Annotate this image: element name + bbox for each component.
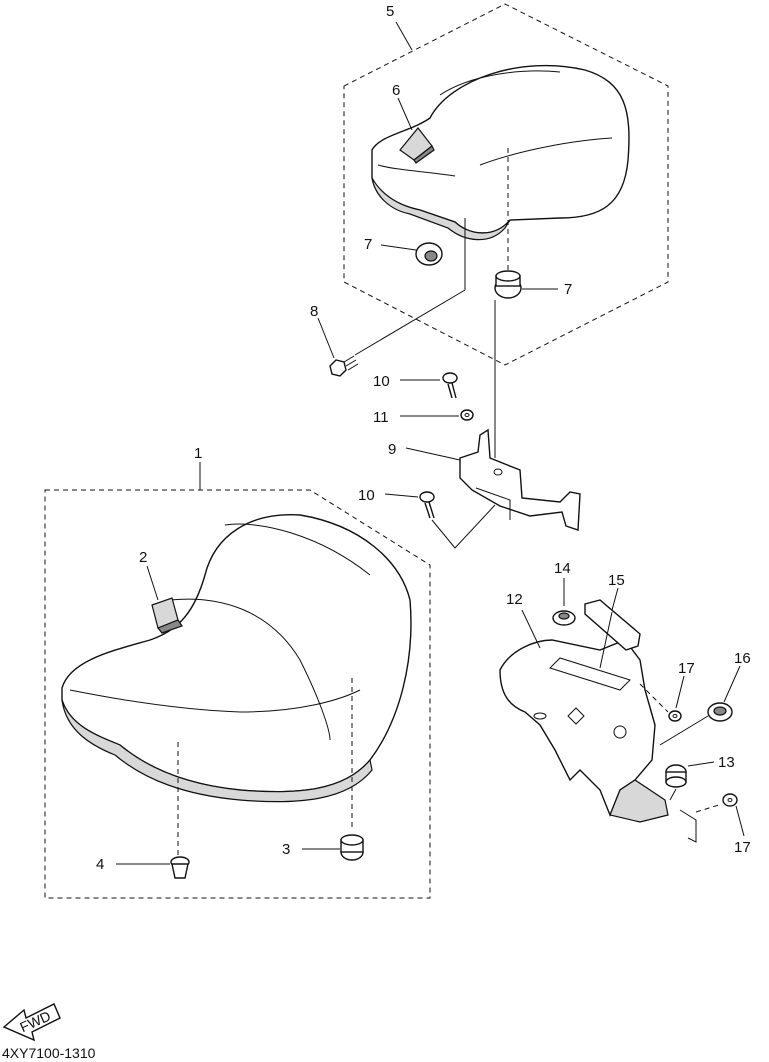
part-17-screw-upper [668, 710, 682, 722]
part-15-strip [584, 599, 641, 651]
part-9-seat-bracket [459, 428, 581, 531]
callout-11: 11 [373, 409, 389, 426]
callout-17-lower: 17 [734, 839, 751, 856]
rider-seat [61, 514, 412, 803]
part-12-cover [499, 639, 697, 843]
callout-6: 6 [392, 82, 400, 99]
callout-8: 8 [310, 303, 318, 320]
callout-2: 2 [139, 549, 147, 566]
part-6-bracket [399, 127, 435, 164]
part-7-damper-left [415, 242, 443, 266]
assembly-1-boundary [44, 489, 431, 899]
callout-15: 15 [608, 572, 625, 589]
callout-9: 9 [388, 441, 396, 458]
drawing-code: 4XY7100-1310 [2, 1045, 96, 1061]
part-8-bolt [329, 355, 359, 377]
part-10-bolt-upper [442, 372, 458, 399]
part-13-damper [665, 764, 687, 788]
part-14-grommet [552, 610, 576, 626]
callout-10-upper: 10 [373, 373, 390, 390]
callout-7-left: 7 [364, 236, 372, 253]
callout-13: 13 [718, 754, 735, 771]
part-4-collar [170, 856, 190, 879]
fwd-arrow-icon: FWD [2, 1003, 61, 1042]
callout-4: 4 [96, 856, 104, 873]
part-3-damper [340, 834, 364, 861]
callout-14: 14 [554, 560, 571, 577]
callout-16: 16 [734, 650, 751, 667]
callout-12: 12 [506, 591, 523, 608]
part-11-washer [460, 409, 474, 421]
callout-17-upper: 17 [678, 660, 695, 677]
callout-7-right: 7 [564, 281, 572, 298]
part-16-grommet [707, 702, 733, 722]
part-17-screw-lower [722, 793, 738, 807]
callout-5: 5 [386, 3, 394, 20]
callout-3: 3 [282, 841, 290, 858]
part-7-damper-right [494, 270, 522, 299]
assembly-5-boundary [343, 3, 669, 366]
callout-10-lower: 10 [358, 487, 375, 504]
part-2-bracket [151, 597, 183, 634]
passenger-seat [371, 64, 630, 241]
callout-1: 1 [194, 445, 202, 462]
part-10-bolt-lower [419, 491, 435, 519]
